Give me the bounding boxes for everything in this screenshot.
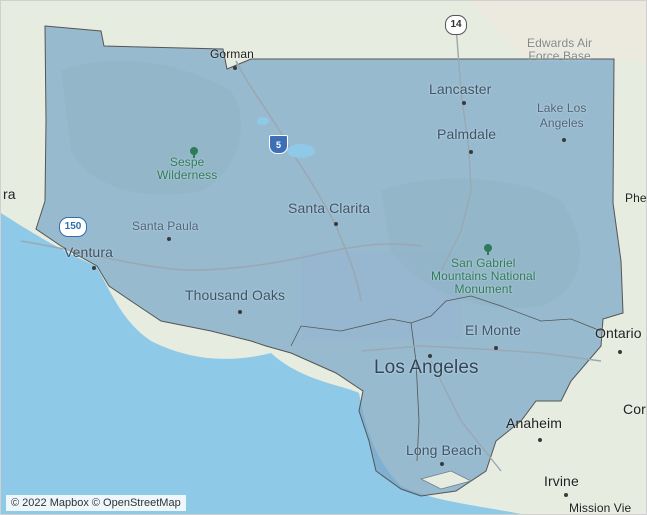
city-marker [334,222,338,226]
label-lake-los-angeles: Lake Los Angeles [537,101,587,130]
city-marker [92,266,96,270]
label-corona: Cor [623,401,646,417]
county-highlight-region [35,25,624,497]
label-edwards-afb: Edwards Air Force Base [527,36,593,63]
label-san-gabriel-monument: San Gabriel Mountains National Monument [431,256,536,296]
city-marker [428,354,432,358]
tree-icon [484,244,492,255]
city-marker [564,493,568,497]
tree-icon [190,147,198,158]
label-lancaster: Lancaster [429,81,492,97]
label-santa-clarita: Santa Clarita [288,200,371,216]
label-partial-left: ra [3,186,16,202]
port-area [419,470,473,490]
highway-14-shield-icon: 14 [445,15,467,35]
label-anaheim: Anaheim [506,415,562,431]
label-ventura: Ventura [64,244,113,260]
city-marker [538,438,542,442]
label-gorman: Gorman [210,47,254,61]
label-palmdale: Palmdale [437,126,497,142]
label-sespe-wilderness: Sespe Wilderness [157,155,218,182]
city-marker [562,138,566,142]
road [235,60,362,302]
city-marker [440,462,444,466]
label-irvine: Irvine [544,473,579,489]
label-thousand-oaks: Thousand Oaks [185,287,286,303]
road [20,240,422,271]
boundary-line [290,295,602,347]
city-marker [469,150,473,154]
lake [257,117,269,125]
highway-150-shield-icon: 150 [59,217,87,237]
label-los-angeles: Los Angeles [374,357,479,378]
map-attribution[interactable]: © 2022 Mapbox © OpenStreetMap [6,495,186,511]
city-marker [238,310,242,314]
label-mission-viejo: Mission Vie [569,501,632,515]
city-marker [462,101,466,105]
pacific-ocean [1,213,521,514]
interstate-5-shield-icon: 5 [269,135,288,154]
lake [287,144,315,158]
label-santa-paula: Santa Paula [132,219,199,233]
road [360,345,602,362]
label-phelan: Phe [625,191,647,205]
urban-area [301,251,461,341]
city-marker [233,66,237,70]
city-marker [618,350,622,354]
city-marker [167,237,171,241]
label-el-monte: El Monte [465,322,522,338]
label-ontario: Ontario [595,325,642,341]
label-long-beach: Long Beach [406,442,482,458]
city-marker [494,346,498,350]
desert-area [471,1,646,61]
road [440,25,472,272]
boundary-line [410,322,420,462]
road [430,360,502,472]
